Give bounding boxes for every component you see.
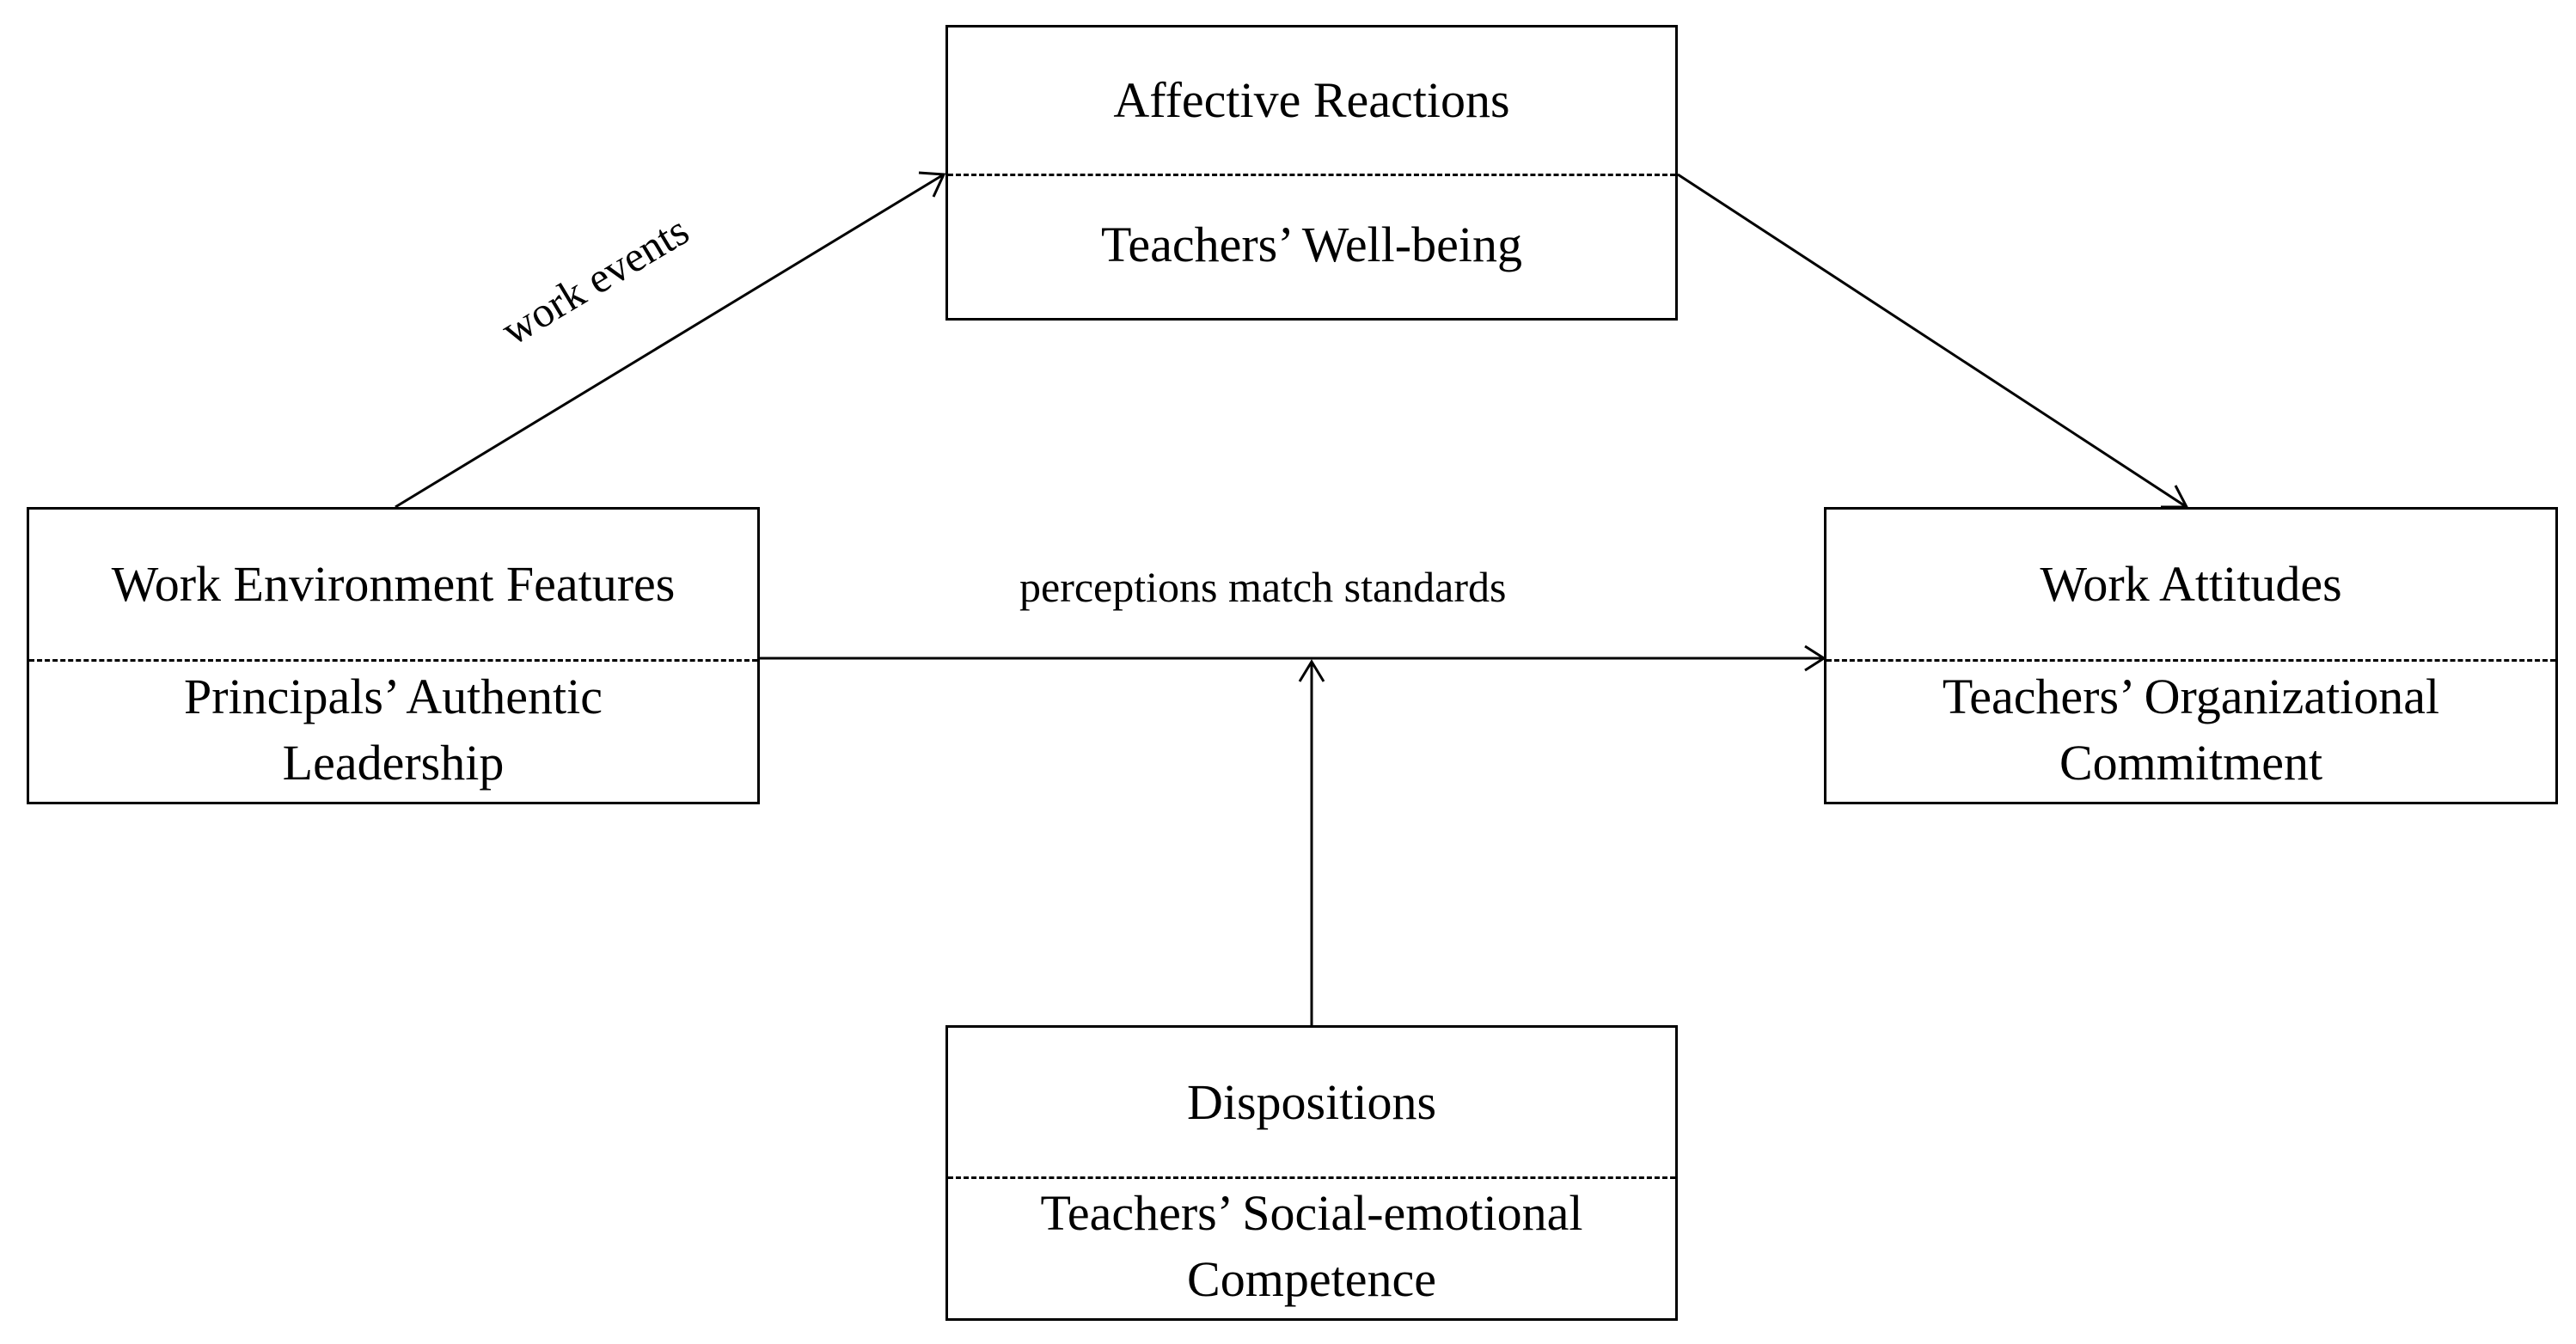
social-emotional-competence-label: Teachers’ Social-emotional Competence (1040, 1185, 1583, 1307)
work-environment-title: Work Environment Features (111, 556, 676, 612)
arrowhead-moderator (1298, 659, 1325, 682)
affective-divider (948, 174, 1675, 176)
work-environment-box: Work Environment Features Principals’ Au… (27, 507, 760, 804)
dispositions-box: Dispositions Teachers’ Social-emotional … (945, 1025, 1678, 1321)
work-attitudes-divider (1826, 659, 2555, 662)
arrow-affective-to-attitudes (1677, 173, 2187, 509)
affective-reactions-title: Affective Reactions (1113, 72, 1510, 128)
authentic-leadership-label: Principals’ Authentic Leadership (184, 669, 603, 791)
arrowhead-affective (918, 171, 946, 198)
work-environment-divider (29, 659, 757, 662)
perceptions-match-standards-label: perceptions match standards (1019, 563, 1507, 611)
work-attitudes-title: Work Attitudes (2040, 556, 2342, 612)
dispositions-title: Dispositions (1186, 1073, 1437, 1130)
arrow-environment-to-affective (395, 173, 945, 509)
dispositions-divider (948, 1176, 1675, 1179)
teachers-wellbeing-label: Teachers’ Well-being (1101, 216, 1522, 272)
organizational-commitment-label: Teachers’ Organizational Commitment (1942, 669, 2440, 791)
work-attitudes-box: Work Attitudes Teachers’ Organizational … (1824, 507, 2558, 804)
affective-reactions-box: Affective Reactions Teachers’ Well-being (945, 25, 1678, 321)
